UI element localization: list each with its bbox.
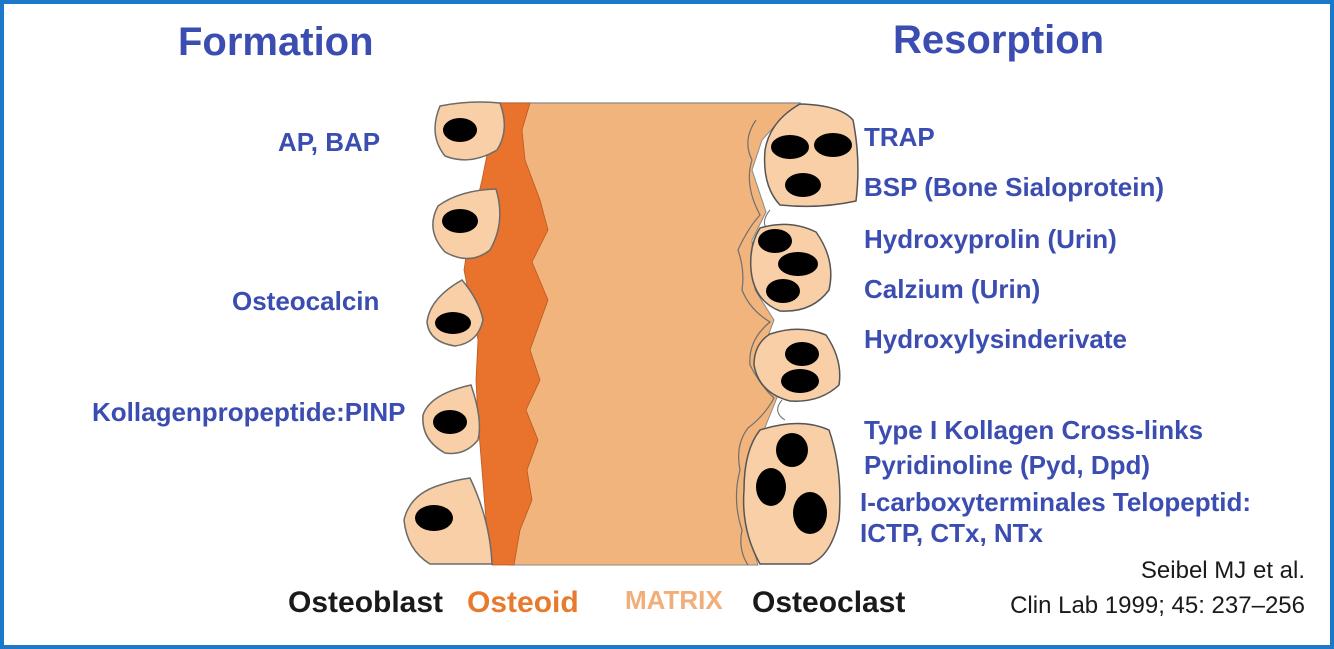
resorption-title: Resorption — [893, 18, 1105, 62]
legend-osteoid: Osteoid — [467, 586, 579, 619]
resorption-lacuna-line — [735, 119, 775, 566]
osteoclast-nucleus — [781, 369, 819, 393]
formation-marker-pinp: Kollagenpropeptide:PINP — [92, 397, 406, 427]
osteoclast-nuclei — [756, 133, 852, 534]
legend-osteoclast: Osteoclast — [752, 586, 906, 619]
citation-reference: Clin Lab 1999; 45: 237–256 — [1010, 592, 1305, 619]
osteoblast-nuclei — [415, 118, 478, 531]
osteoclast-nucleus — [785, 173, 821, 197]
osteoclast-nucleus — [793, 492, 827, 534]
formation-marker-osteocalcin: Osteocalcin — [232, 286, 380, 316]
resorption-marker-ictp: ICTP, CTx, NTx — [860, 518, 1044, 548]
resorption-marker-crosslinks: Type I Kollagen Cross-links — [864, 415, 1204, 445]
formation-marker-ap-bap: AP, BAP — [278, 127, 381, 157]
osteoblast-nucleus — [442, 209, 478, 233]
osteoblast-nucleus — [443, 118, 477, 142]
osteoclast-nucleus — [814, 133, 852, 157]
legend-matrix: MATRIX — [625, 585, 723, 615]
osteoclast-nucleus — [785, 342, 819, 366]
osteoblast-nucleus — [433, 410, 467, 434]
resorption-marker-pyridinoline: Pyridinoline (Pyd, Dpd) — [864, 450, 1151, 480]
resorption-marker-bsp: BSP (Bone Sialoprotein) — [864, 172, 1164, 202]
osteoblast-nucleus — [435, 312, 471, 334]
legend-osteoblast: Osteoblast — [288, 586, 444, 619]
osteoclast-nucleus — [778, 252, 818, 276]
resorption-marker-hydroxyprolin: Hydroxyprolin (Urin) — [864, 224, 1117, 254]
osteoclast-nucleus — [766, 279, 800, 303]
resorption-marker-telopeptid: I-carboxyterminales Telopeptid: — [860, 487, 1252, 517]
osteoclast-nucleus — [771, 135, 809, 159]
resorption-marker-trap: TRAP — [864, 122, 935, 152]
osteoclast-nucleus — [758, 229, 792, 253]
formation-title: Formation — [178, 20, 374, 64]
osteoblast-nucleus — [415, 505, 453, 531]
resorption-marker-hydroxylysin: Hydroxylysinderivate — [864, 324, 1128, 354]
citation-authors: Seibel MJ et al. — [1140, 557, 1305, 584]
resorption-marker-calzium: Calzium (Urin) — [864, 274, 1041, 304]
osteoclast-nucleus — [776, 433, 808, 467]
osteoclast-nucleus — [756, 468, 786, 506]
